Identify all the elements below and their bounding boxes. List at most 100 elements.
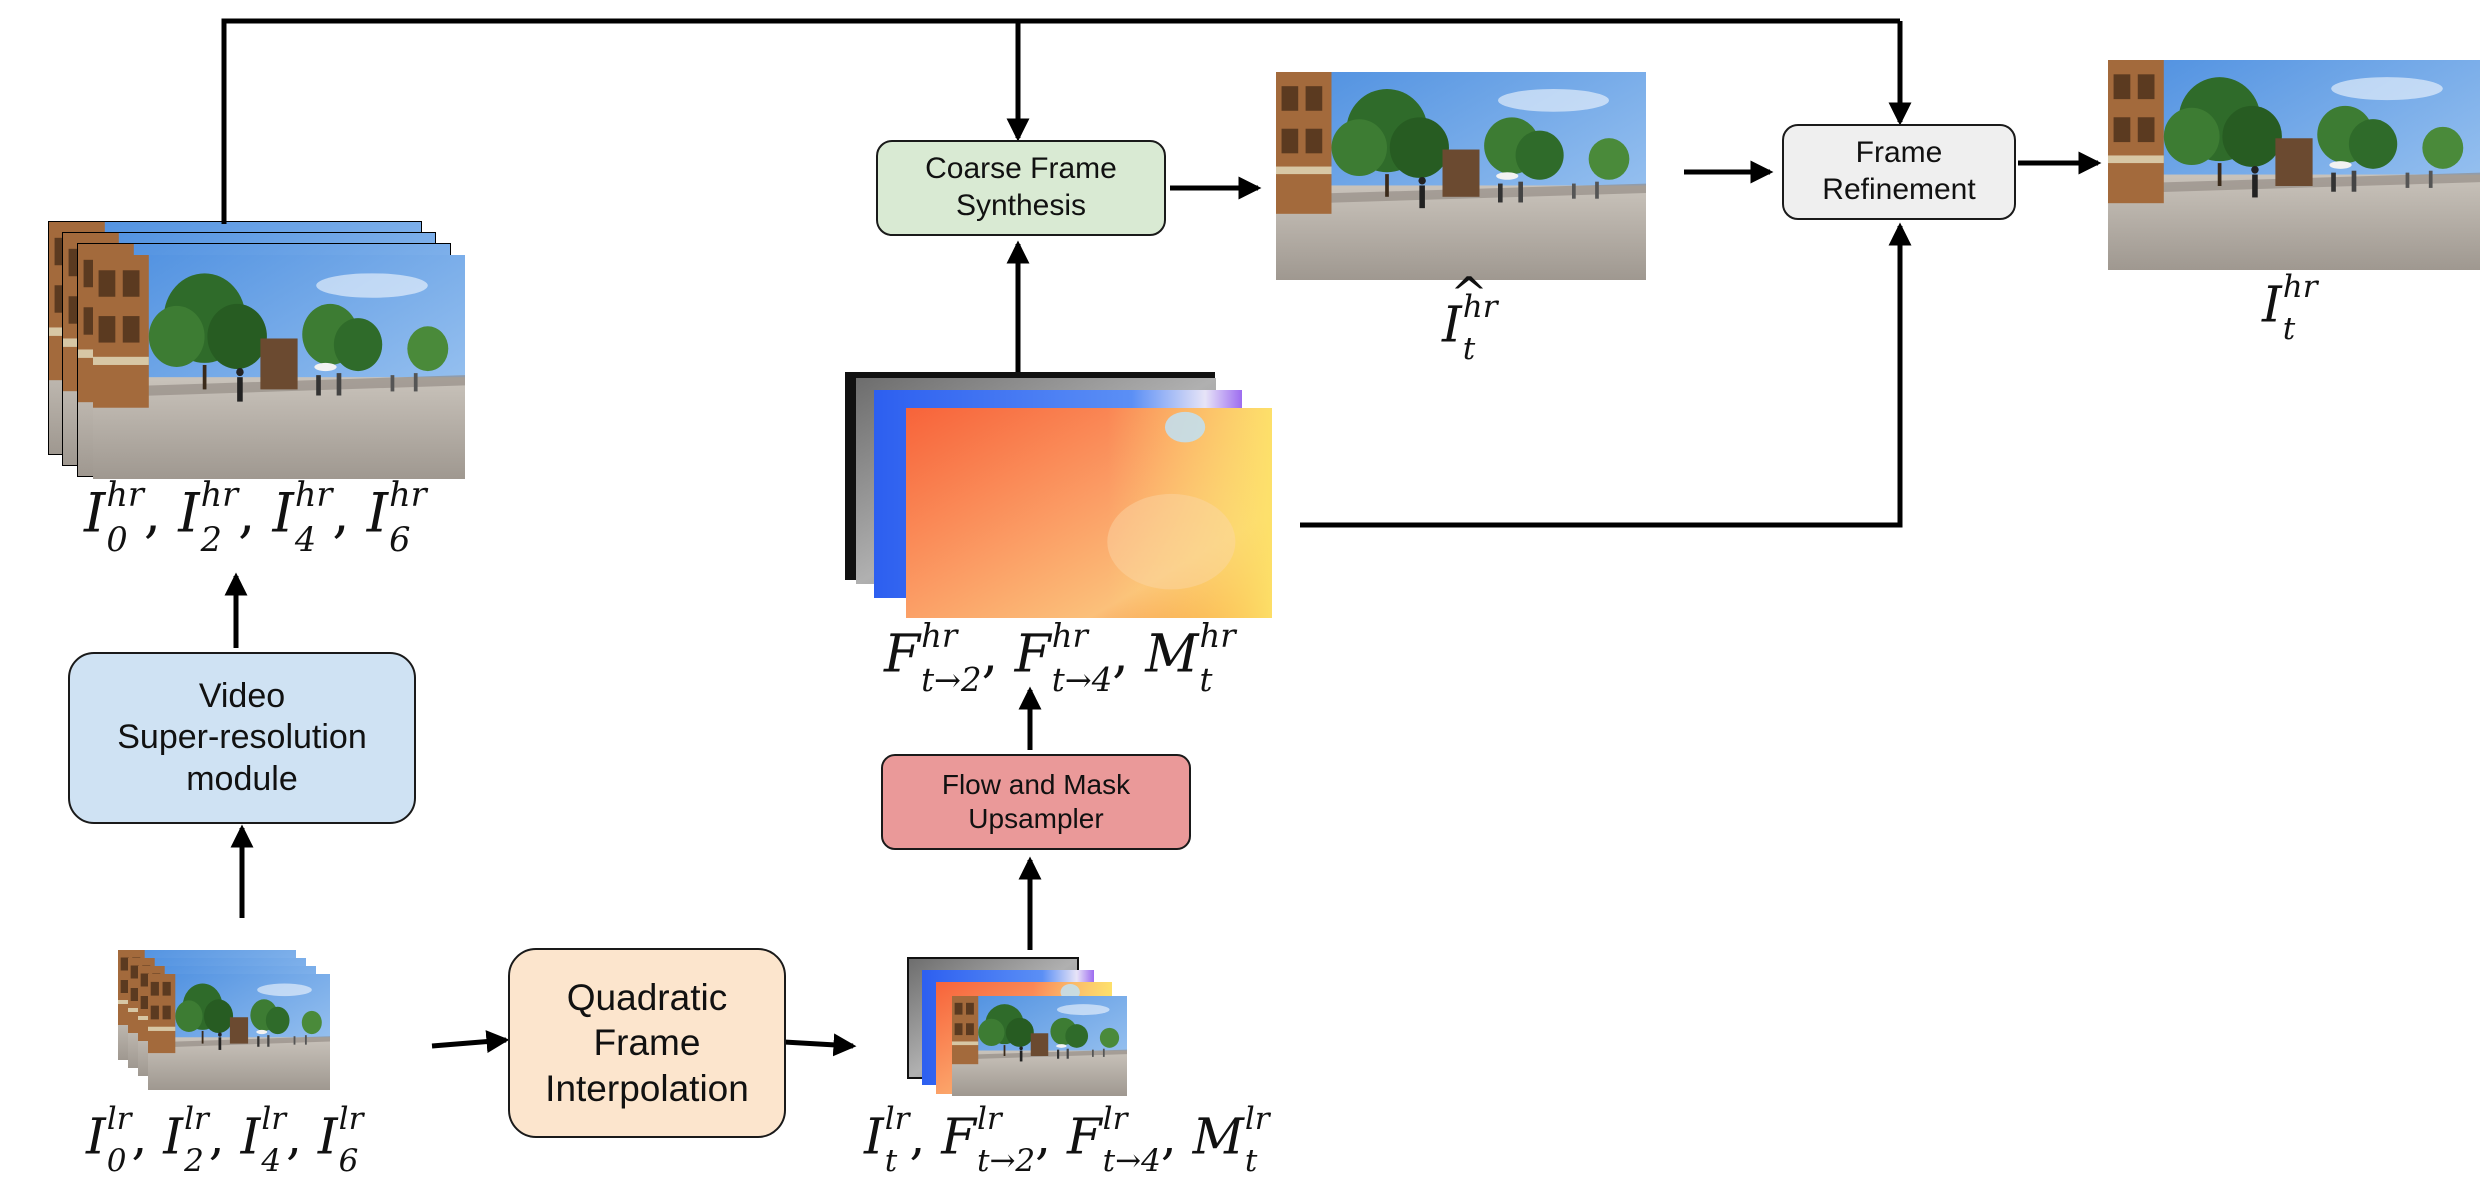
hr-flows-stack: [845, 372, 1272, 618]
cfs-line-2: Synthesis: [955, 189, 1087, 222]
fr-line-2: Refinement: [1822, 173, 1976, 206]
lr_interp-2-base: F: [1066, 1107, 1102, 1166]
edge-hr-flows-to-refinement: [1300, 222, 1912, 528]
lr_interp-3-base: M: [1192, 1107, 1244, 1166]
lr_inputs-sub: 0: [106, 1142, 127, 1179]
edge-qfi-to-lr-interp: [783, 1033, 857, 1057]
hr-frames-stack: [48, 221, 465, 479]
hr_frames-sup: hr: [200, 475, 239, 514]
hr_frames-base: I: [366, 481, 389, 545]
lr_interp-1-sub: t→2: [977, 1142, 1036, 1179]
hr_frames-sup: hr: [106, 475, 144, 514]
lr_interp-2-scripts: lr t→4: [1103, 1104, 1161, 1177]
hr_frames-sub: 2: [200, 520, 222, 560]
final-out-base: I: [2262, 275, 2282, 334]
coarse-output-image: [1276, 72, 1646, 280]
hr_flows-1-scripts: hr t→4: [1052, 620, 1112, 696]
lr_interp-sep: ,: [1160, 1107, 1193, 1166]
video-super-resolution-module: Video Super-resolution module: [68, 652, 416, 824]
hr_flows-1-sub: t→4: [1051, 660, 1113, 699]
lr_inputs-sup: lr: [184, 1101, 209, 1137]
lr-interp-stack: [907, 957, 1127, 1096]
final-output-image: [2108, 60, 2480, 270]
vsr-line-2: Super-resolution: [117, 718, 367, 757]
coarse-out-hat: ^: [1450, 267, 1488, 321]
coarse-out-sub: t: [1462, 330, 1476, 367]
lr_interp-sep: ,: [1035, 1107, 1067, 1166]
vsr-line-1: Video: [198, 676, 286, 715]
frame-refinement-box: Frame Refinement: [1782, 124, 2016, 220]
coarse-frame-synthesis-box: Coarse Frame Synthesis: [876, 140, 1166, 236]
lr_inputs-sep: ,: [286, 1107, 318, 1166]
hr_frames-base: I: [272, 481, 294, 545]
hr_flows-0-base: F: [884, 624, 921, 685]
lr_inputs-sub: 4: [261, 1142, 282, 1179]
lr_inputs-sub: 2: [184, 1142, 204, 1179]
hr_flows-2-sup: hr: [1199, 617, 1236, 655]
lr_inputs-sub: 6: [338, 1142, 359, 1179]
qfi-line-3: Interpolation: [545, 1067, 749, 1109]
fr-line-1: Frame: [1855, 136, 1943, 170]
lr_inputs-sep: ,: [131, 1107, 164, 1166]
hr_flows-2-sub: t: [1199, 660, 1213, 699]
hr_flows-sep: ,: [1112, 624, 1146, 685]
hr_flows-1-sup: hr: [1051, 617, 1088, 655]
coarse-out-scripts: hr t: [1463, 292, 1498, 365]
lr_inputs-base: I: [240, 1107, 261, 1166]
vsr-line-3: module: [186, 759, 298, 798]
hr_frames-scripts: hr 2: [201, 478, 239, 557]
hr_flows-2-base: M: [1145, 624, 1199, 685]
hr_frames-scripts: hr 6: [389, 478, 427, 557]
hr_frames-sub: 6: [389, 520, 411, 560]
hr_flows-0-sup: hr: [921, 617, 958, 655]
lr_interp-0-base: I: [864, 1107, 884, 1166]
lr_inputs-scripts: lr 6: [339, 1104, 364, 1177]
hr_frames-sup: hr: [389, 475, 427, 514]
hr_frames-sub: 4: [294, 520, 317, 560]
lr_inputs-scripts: lr 2: [184, 1104, 209, 1177]
quadratic-frame-interpolation-box: Quadratic Frame Interpolation: [508, 948, 786, 1138]
lr_interp-2-sup: lr: [1102, 1101, 1128, 1137]
lr_inputs-base: I: [86, 1107, 106, 1166]
lr_interp-2-sub: t→4: [1102, 1142, 1161, 1179]
edge-hr-frames-to-top: [221, 18, 1900, 224]
lr_inputs-base: I: [163, 1107, 184, 1166]
qfi-line-1: Quadratic: [566, 977, 728, 1019]
lr_inputs-sup: lr: [106, 1101, 132, 1137]
lr_interp-3-sub: t: [1244, 1142, 1258, 1179]
final-out-sub: t: [2282, 310, 2296, 347]
hr_frames-sep: ,: [143, 481, 179, 545]
hr_flows-sep: ,: [981, 624, 1015, 685]
fmu-line-2: Upsampler: [968, 803, 1104, 834]
coarse-out-sup: hr: [1462, 289, 1498, 325]
hr_frames-base: I: [178, 481, 200, 545]
edge-lr-to-qfi: [431, 1030, 510, 1054]
lr_inputs-sup: lr: [338, 1101, 364, 1137]
lr_inputs-base: I: [317, 1107, 338, 1166]
hr_flows-0-sub: t→2: [921, 660, 982, 699]
